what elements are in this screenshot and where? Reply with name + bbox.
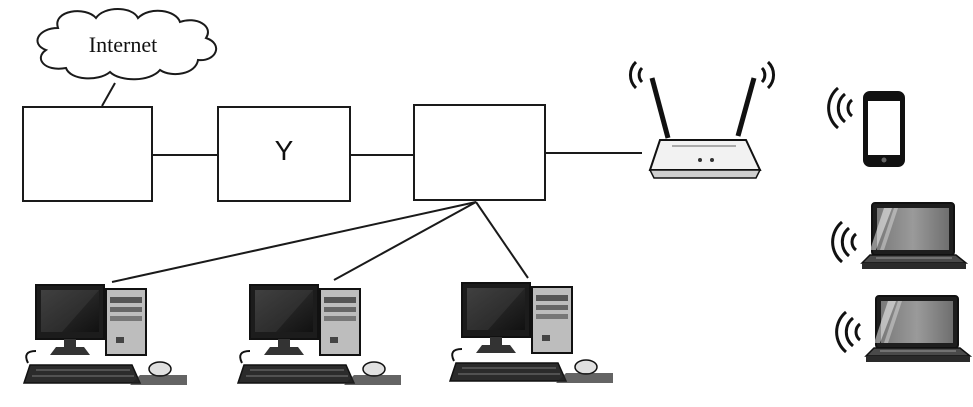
desktop-computer-icon — [237, 284, 402, 386]
network-box-y — [217, 106, 351, 202]
laptop-icon — [865, 295, 971, 363]
network-box-left — [22, 106, 153, 202]
link-internet-box1 — [101, 82, 116, 107]
desktop-computer-icon — [23, 284, 188, 386]
link-box3-pc1 — [111, 201, 477, 283]
link-box3-pc2 — [333, 201, 477, 281]
internet-cloud: Internet — [36, 8, 218, 81]
wireless-router-icon — [629, 60, 775, 179]
wifi-signal-icon — [827, 86, 854, 130]
desktop-computer-icon — [449, 282, 614, 384]
box-y-label: Y — [275, 135, 294, 166]
smartphone-icon — [827, 86, 905, 167]
connection-lines — [101, 82, 642, 283]
laptop-icon — [861, 202, 967, 270]
wifi-signal-icon — [831, 220, 858, 264]
internet-label: Internet — [89, 32, 157, 57]
link-box3-pc3 — [475, 201, 529, 279]
wifi-signal-icon — [835, 310, 862, 354]
network-box-right — [413, 104, 546, 201]
